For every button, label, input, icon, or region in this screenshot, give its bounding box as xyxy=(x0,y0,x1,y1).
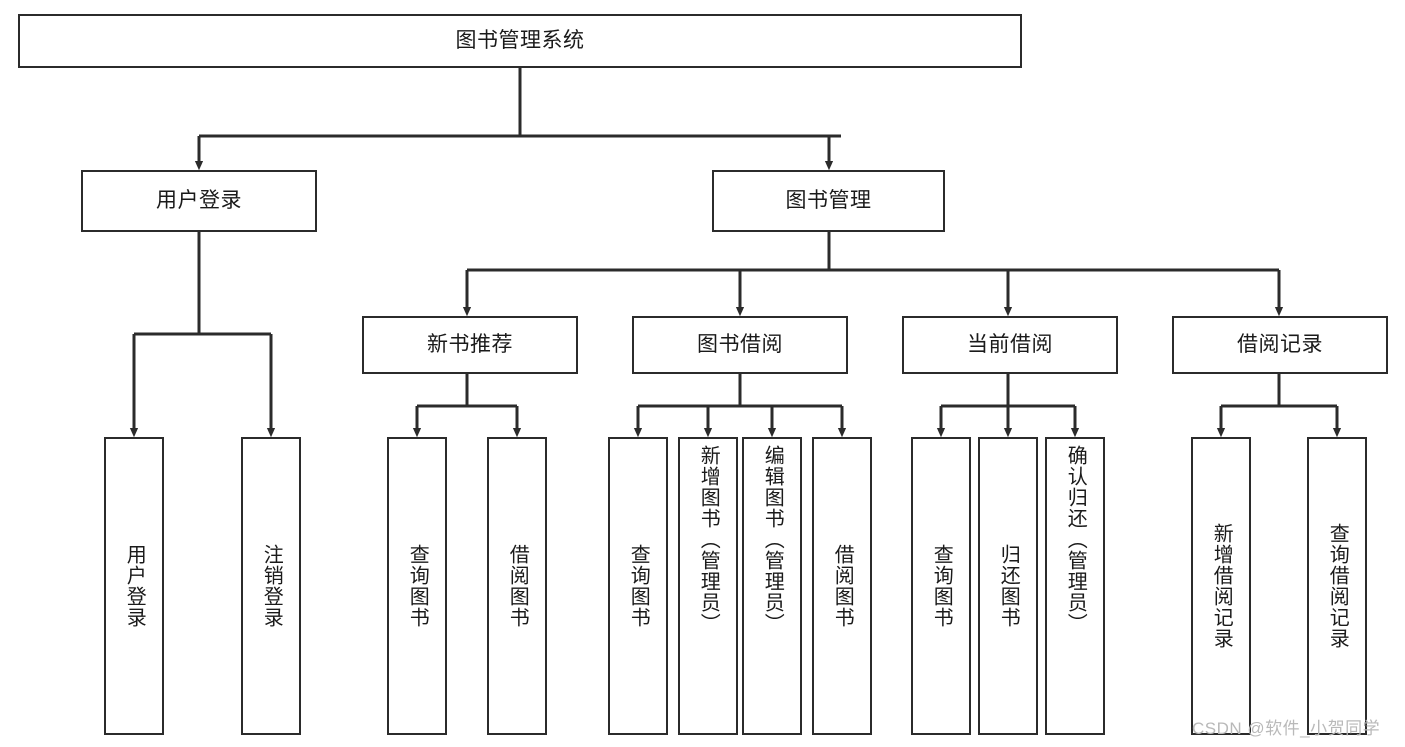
node-leaf-user-login[interactable]: 用户登录 xyxy=(104,437,164,735)
node-label: 用户登录 xyxy=(156,189,242,213)
node-leaf-query-borrow-record[interactable]: 查询借阅记录 xyxy=(1307,437,1367,735)
node-current-borrow[interactable]: 当前借阅 xyxy=(902,316,1118,374)
node-leaf-return-book[interactable]: 归还图书 xyxy=(978,437,1038,735)
node-label: 归还图书 xyxy=(997,544,1020,628)
node-label: 借阅记录 xyxy=(1237,333,1323,357)
node-new-book-recommend[interactable]: 新书推荐 xyxy=(362,316,578,374)
node-label: 借阅图书 xyxy=(831,544,854,628)
node-label: 图书借阅 xyxy=(697,333,783,357)
node-leaf-confirm-return-admin[interactable]: 确认归还（管理员） xyxy=(1045,437,1105,735)
node-label: 编辑图书（管理员） xyxy=(761,445,784,634)
node-label: 查询图书 xyxy=(406,544,429,628)
node-leaf-logout[interactable]: 注销登录 xyxy=(241,437,301,735)
node-borrow-record[interactable]: 借阅记录 xyxy=(1172,316,1388,374)
node-label: 新增借阅记录 xyxy=(1210,523,1233,649)
node-label: 借阅图书 xyxy=(506,544,529,628)
node-leaf-borrow-book[interactable]: 借阅图书 xyxy=(812,437,872,735)
node-label: 新增图书（管理员） xyxy=(697,445,720,634)
node-label: 注销登录 xyxy=(260,544,283,628)
node-leaf-query-book-current[interactable]: 查询图书 xyxy=(911,437,971,735)
node-leaf-add-borrow-record[interactable]: 新增借阅记录 xyxy=(1191,437,1251,735)
node-book-borrow[interactable]: 图书借阅 xyxy=(632,316,848,374)
node-leaf-edit-book-admin[interactable]: 编辑图书（管理员） xyxy=(742,437,802,735)
node-leaf-add-book-admin[interactable]: 新增图书（管理员） xyxy=(678,437,738,735)
node-book-management[interactable]: 图书管理 xyxy=(712,170,945,232)
node-label: 确认归还（管理员） xyxy=(1064,445,1087,634)
node-leaf-query-book-recommend[interactable]: 查询图书 xyxy=(387,437,447,735)
node-label: 当前借阅 xyxy=(967,333,1053,357)
node-leaf-borrow-book-recommend[interactable]: 借阅图书 xyxy=(487,437,547,735)
node-label: 新书推荐 xyxy=(427,333,513,357)
node-label: 图书管理系统 xyxy=(455,29,585,53)
node-leaf-query-book-borrow[interactable]: 查询图书 xyxy=(608,437,668,735)
node-label: 查询图书 xyxy=(930,544,953,628)
node-root-book-management-system[interactable]: 图书管理系统 xyxy=(18,14,1022,68)
node-label: 图书管理 xyxy=(785,189,872,213)
node-label: 查询图书 xyxy=(627,544,650,628)
node-user-login[interactable]: 用户登录 xyxy=(81,170,317,232)
watermark-text: CSDN @软件_小贺同学 xyxy=(1192,719,1381,738)
node-label: 查询借阅记录 xyxy=(1326,523,1349,649)
node-label: 用户登录 xyxy=(123,544,146,628)
